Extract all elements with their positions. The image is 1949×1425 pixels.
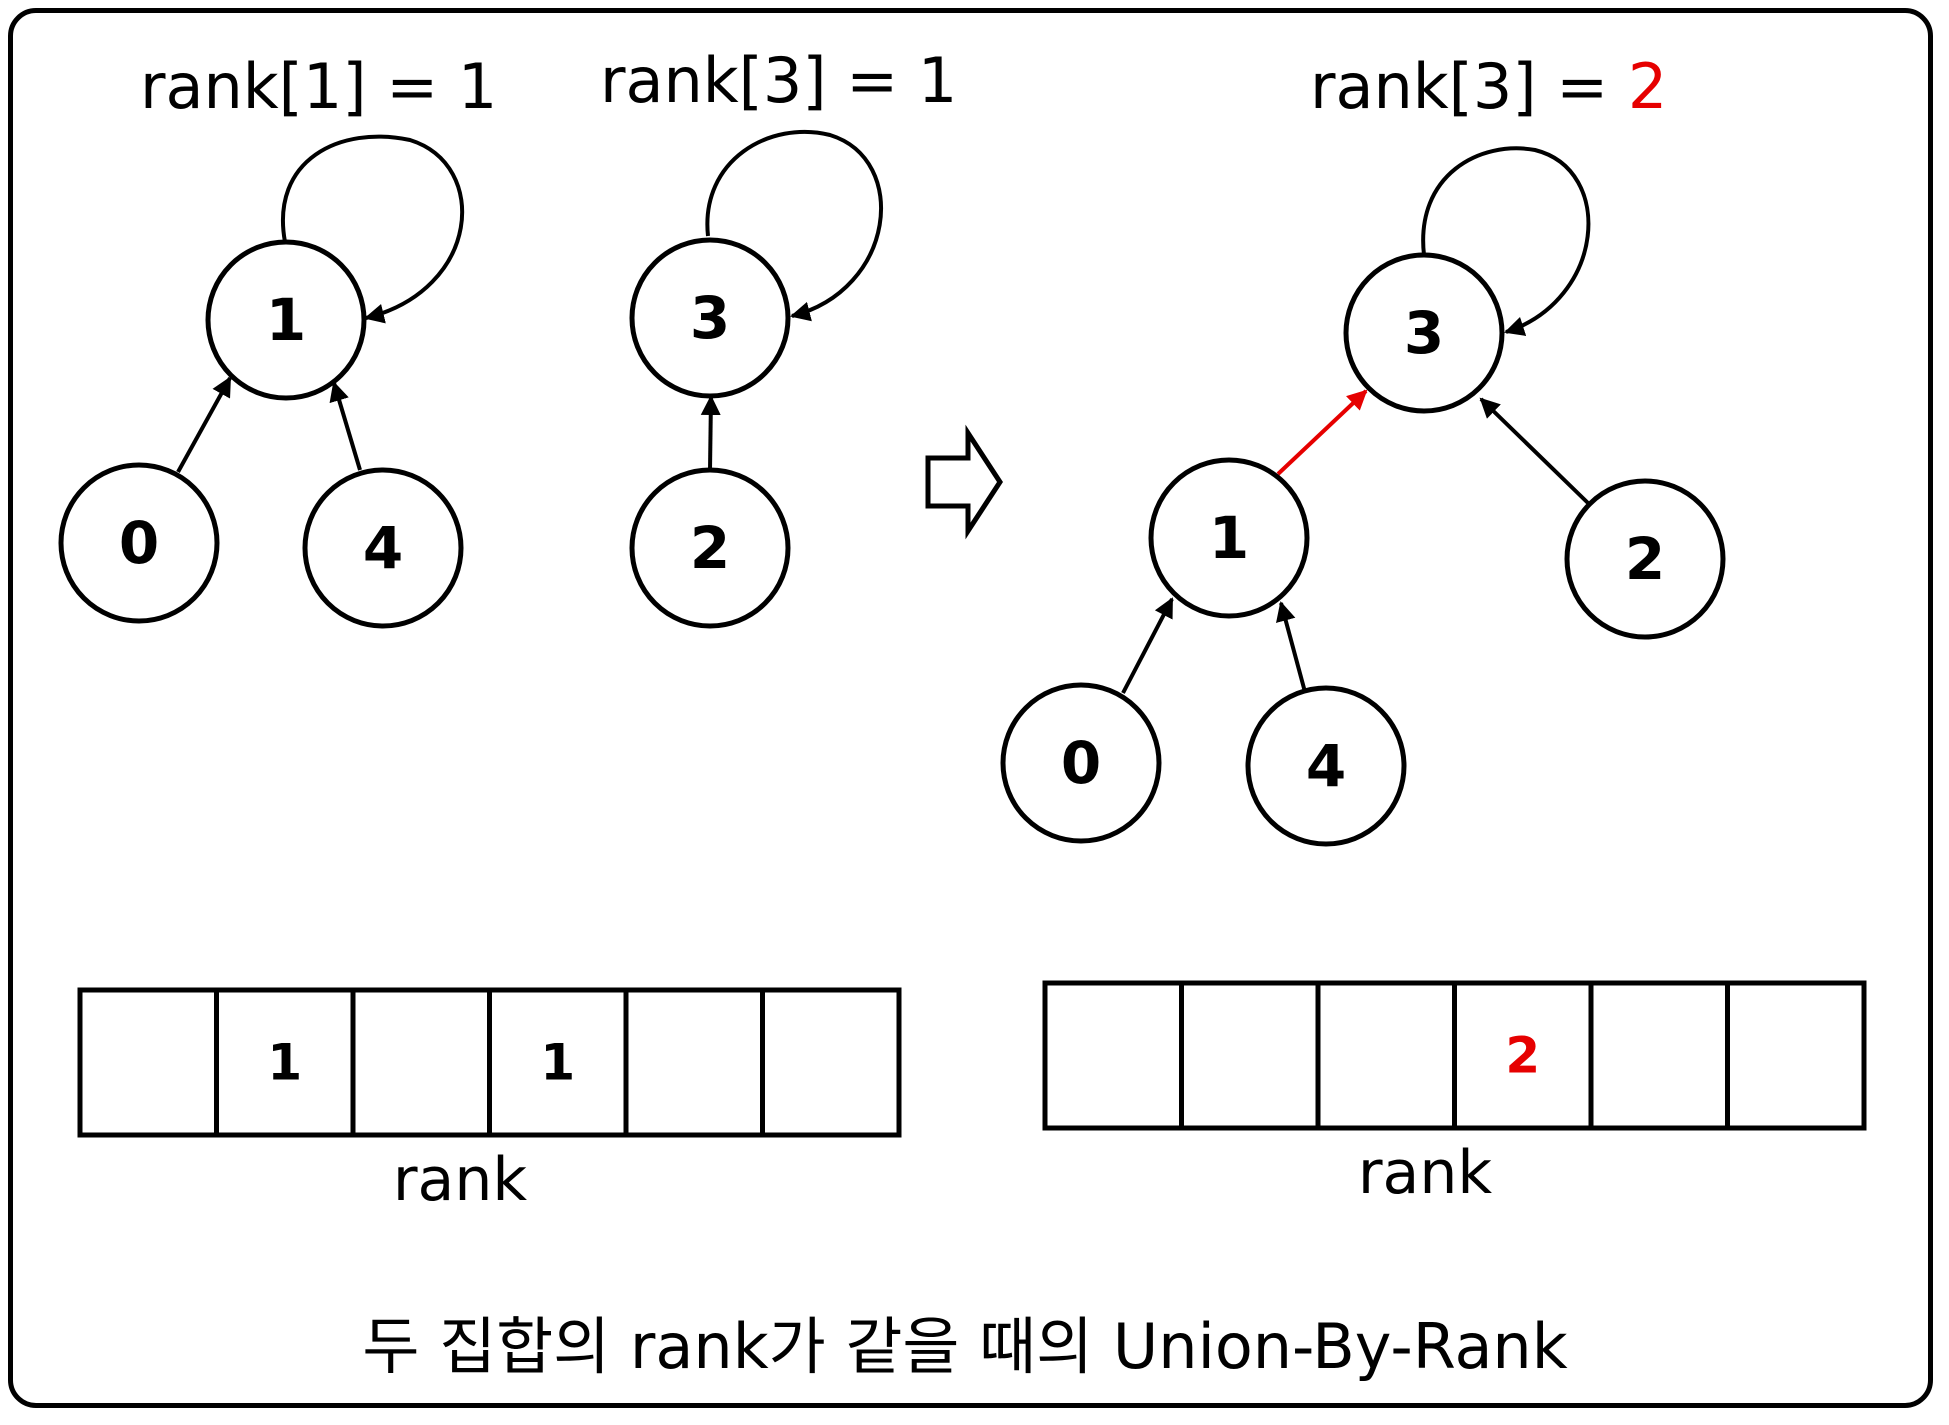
svg-text:3: 3 — [690, 284, 730, 352]
right-arrow-icon — [925, 424, 1003, 540]
rank-array-after-cell-3: 2 — [1452, 980, 1594, 1131]
rank-array-after-cell-value-3: 2 — [1505, 1027, 1540, 1085]
svg-text:0: 0 — [1061, 729, 1101, 797]
rank-array-after: 2 — [1042, 980, 1867, 1131]
self-loop-edge-node-3 — [705, 129, 883, 322]
rank-array-before-cell-0 — [77, 987, 219, 1138]
svg-text:4: 4 — [1306, 732, 1346, 800]
diagram-caption: 두 집합의 rank가 같을 때의 Union-By-Rank — [362, 1310, 1567, 1383]
merged-node-1: 1 — [1148, 457, 1310, 619]
diagram-frame — [8, 8, 1933, 1408]
rank-array-after-cell-4 — [1588, 980, 1730, 1131]
edge-0-to-merged-1 — [1121, 597, 1174, 694]
rank-array-before-cell-1: 1 — [214, 987, 356, 1138]
union-edge-1-to-3 — [1276, 389, 1368, 476]
merged-node-2: 2 — [1564, 478, 1726, 640]
rank-array-after-cell-2 — [1315, 980, 1457, 1131]
rank-array-before-cell-3: 1 — [487, 987, 629, 1138]
rank-array-before-cell-2 — [350, 987, 492, 1138]
svg-text:4: 4 — [363, 514, 403, 582]
node-1: 1 — [205, 239, 367, 401]
rank-array-before-cell-value-3: 1 — [540, 1034, 575, 1092]
edge-4-to-merged-1 — [1276, 601, 1307, 693]
svg-text:1: 1 — [1209, 504, 1249, 572]
rank-array-before-cell-4 — [623, 987, 765, 1138]
rank3-label: rank[3] = 1 — [600, 44, 957, 117]
merged-node-3: 3 — [1343, 252, 1505, 414]
rank-array-before-cell-value-1: 1 — [267, 1034, 302, 1092]
self-loop-edge-merged-node-3 — [1421, 146, 1591, 336]
edge-0-to-1 — [176, 376, 232, 473]
edge-2-to-3 — [700, 395, 721, 471]
node-2: 2 — [629, 467, 791, 629]
svg-text:2: 2 — [1625, 525, 1665, 593]
rank-array-after-cell-1 — [1179, 980, 1321, 1131]
rank-array-after-caption: rank — [1358, 1138, 1492, 1208]
self-loop-edge-node-1 — [281, 134, 465, 324]
edge-2-to-merged-3 — [1479, 397, 1590, 505]
merged-node-0: 0 — [1000, 682, 1162, 844]
svg-text:3: 3 — [1404, 299, 1444, 367]
svg-text:2: 2 — [690, 514, 730, 582]
merged-node-4: 4 — [1245, 685, 1407, 847]
svg-text:0: 0 — [119, 509, 159, 577]
node-4: 4 — [302, 467, 464, 629]
node-0: 0 — [58, 462, 220, 624]
merged-rank3-label: rank[3] = 2 — [1310, 50, 1667, 123]
svg-text:1: 1 — [266, 286, 306, 354]
rank-array-after-cell-0 — [1042, 980, 1184, 1131]
rank-array-before-caption: rank — [393, 1145, 527, 1215]
edge-4-to-1 — [329, 381, 362, 471]
rank-array-before-cell-5 — [760, 987, 902, 1138]
rank-array-after-cell-5 — [1725, 980, 1867, 1131]
rank1-label: rank[1] = 1 — [140, 50, 497, 123]
node-3: 3 — [629, 237, 791, 399]
